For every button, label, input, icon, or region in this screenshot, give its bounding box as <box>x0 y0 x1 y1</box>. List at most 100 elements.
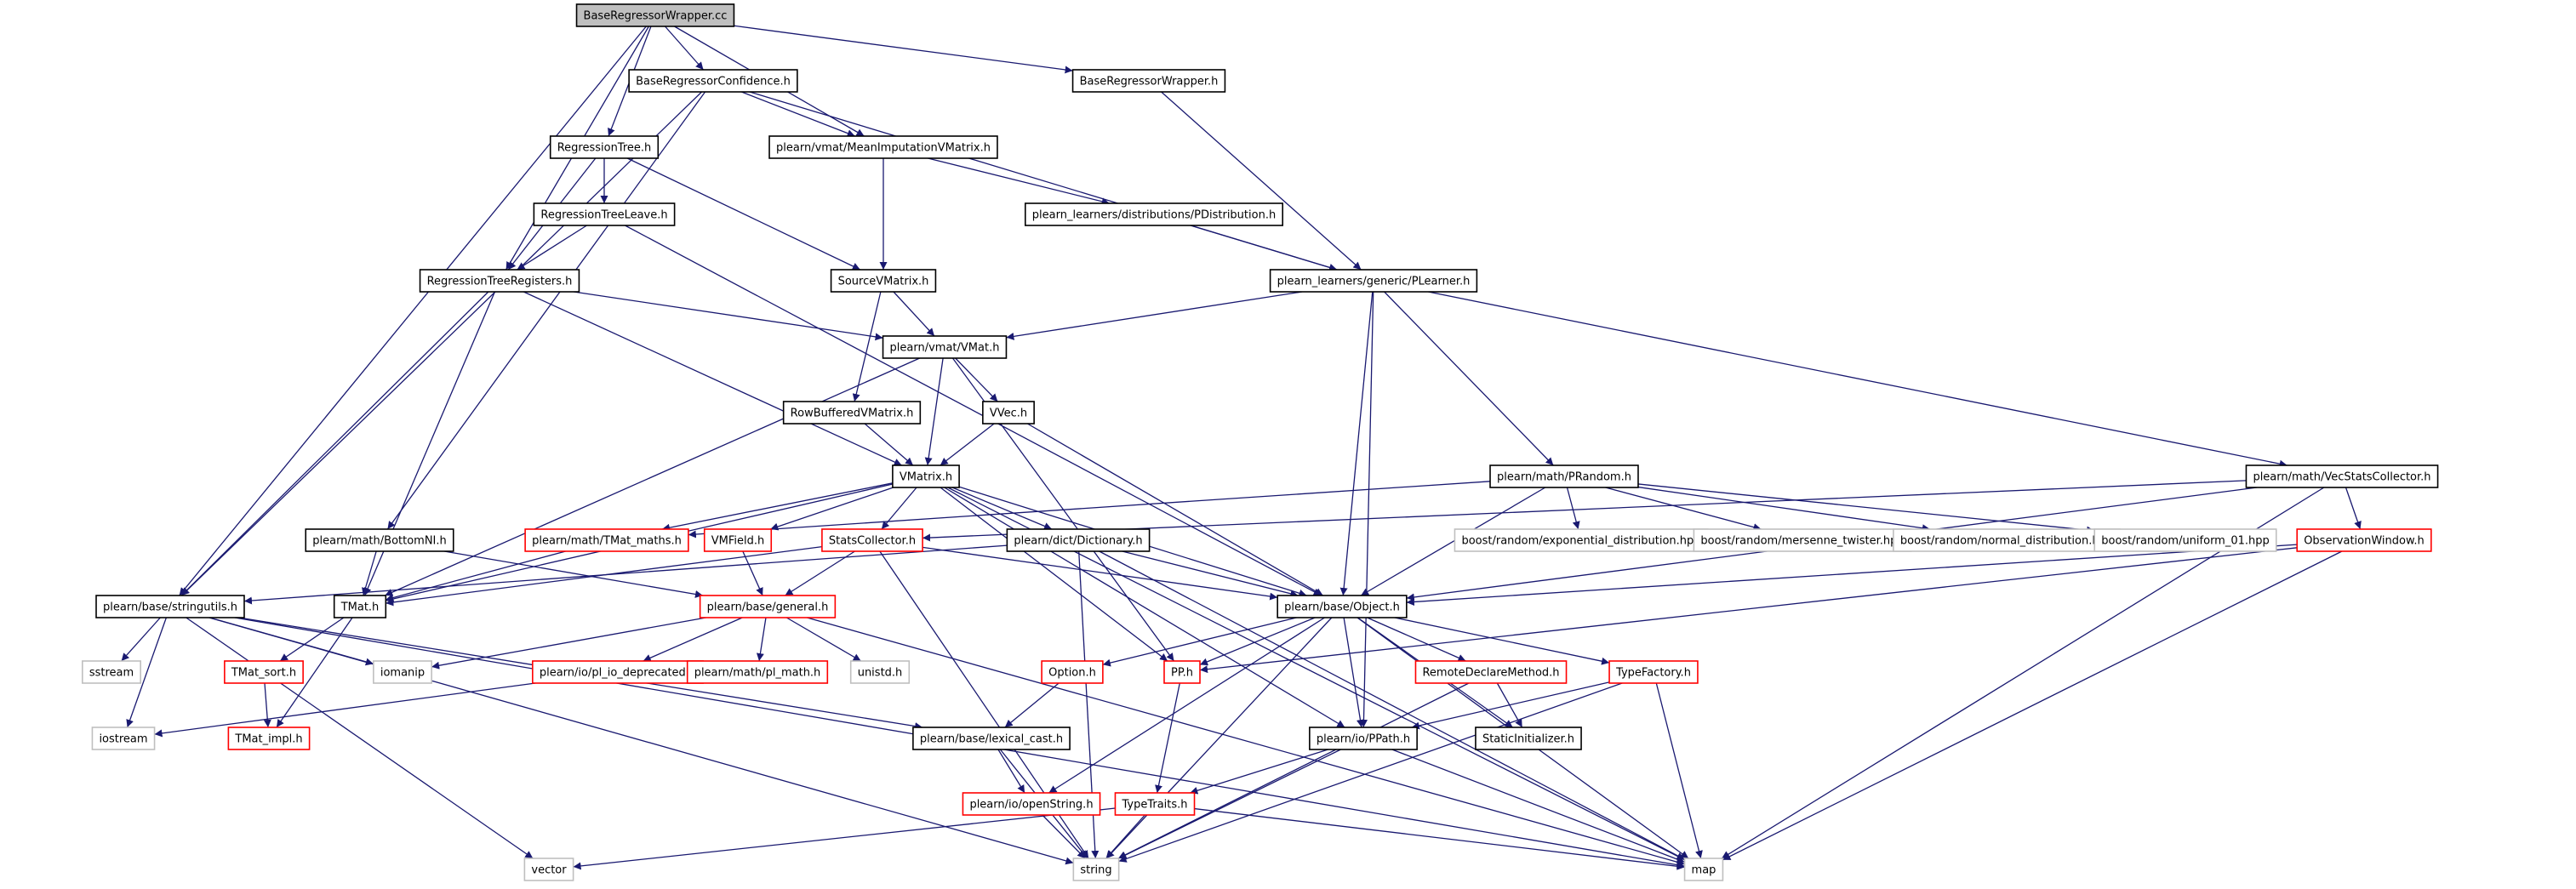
node-sstream[interactable]: sstream <box>82 660 141 684</box>
edge-object-to-openstr <box>1048 617 1325 794</box>
node-map[interactable]: map <box>1683 858 1724 881</box>
edge-object-to-string <box>1105 617 1333 859</box>
edge-plearner-to-ppath <box>1359 291 1374 728</box>
node-plearn-io-ppath-h[interactable]: plearn/io/PPath.h <box>1309 727 1418 750</box>
edge-brconf-to-meanimp <box>741 91 855 137</box>
edge-regleave-to-regreg <box>517 225 587 271</box>
edge-tmatsort-to-tmatimpl <box>263 682 271 728</box>
edge-prandom-to-bexp <box>1566 487 1580 530</box>
node-plearn-io-pl-io-deprecated-h[interactable]: plearn/io/pl_io_deprecated.h <box>532 660 704 684</box>
node-typefactory-h[interactable]: TypeFactory.h <box>1608 660 1699 684</box>
node-plearn-base-object-h[interactable]: plearn/base/Object.h <box>1277 595 1408 618</box>
node-iomanip[interactable]: iomanip <box>373 660 432 684</box>
node-plearn-math-pl-math-h[interactable]: plearn/math/pl_math.h <box>686 660 829 684</box>
node-regressiontree-h[interactable]: RegressionTree.h <box>549 135 660 159</box>
node-plearn-learners-generic-plearner-h[interactable]: plearn_learners/generic/PLearner.h <box>1269 269 1478 293</box>
node-plearn-vmat-vmat-h[interactable]: plearn/vmat/VMat.h <box>882 335 1008 359</box>
node-box <box>2093 528 2277 552</box>
edge-typetraits-to-map <box>1194 807 1685 870</box>
node-box <box>821 528 923 552</box>
edge-typetraits-to-vector <box>573 807 1116 870</box>
node-tmat-impl-h[interactable]: TMat_impl.h <box>227 727 311 750</box>
edge-pp-to-typetraits <box>1155 682 1180 794</box>
node-label: plearn/math/VecStatsCollector.h <box>2253 471 2430 484</box>
node-label: plearn_learners/generic/PLearner.h <box>1277 276 1471 288</box>
node-iostream[interactable]: iostream <box>91 727 156 750</box>
node-boost-random-mersenne-twister-hpp[interactable]: boost/random/mersenne_twister.hpp <box>1693 528 1912 552</box>
node-plearn-math-bottomni-h[interactable]: plearn/math/BottomNI.h <box>305 528 454 552</box>
edge-regreg-to-strutils <box>180 291 489 596</box>
edge-obswin-to-pp <box>1199 547 2298 674</box>
node-string[interactable]: string <box>1072 858 1120 881</box>
node-label: boost/random/uniform_01.hpp <box>2101 535 2270 548</box>
node-box <box>1269 269 1478 293</box>
edge-plearner-to-vmat <box>1006 291 1303 340</box>
node-regressiontreeleave-h[interactable]: RegressionTreeLeave.h <box>533 202 676 226</box>
node-observationwindow-h[interactable]: ObservationWindow.h <box>2296 528 2432 552</box>
node-boost-random-normal-distribution-hpp[interactable]: boost/random/normal_distribution.hpp <box>1893 528 2121 552</box>
node-box <box>91 727 156 750</box>
node-label: VVec.h <box>990 407 1027 420</box>
edge-typefac-to-string <box>1118 682 1623 863</box>
node-option-h[interactable]: Option.h <box>1041 660 1104 684</box>
node-label: BaseRegressorConfidence.h <box>636 76 791 88</box>
node-boost-random-uniform-01-hpp[interactable]: boost/random/uniform_01.hpp <box>2093 528 2277 552</box>
node-statscollector-h[interactable]: StatsCollector.h <box>821 528 923 552</box>
node-baseregressorwrapper-h[interactable]: BaseRegressorWrapper.h <box>1071 69 1226 93</box>
node-plearn-vmat-meanimputationvmatrix-h[interactable]: plearn/vmat/MeanImputationVMatrix.h <box>768 135 998 159</box>
node-plearn-base-general-h[interactable]: plearn/base/general.h <box>699 595 837 618</box>
node-remotedeclaremethod-h[interactable]: RemoteDeclareMethod.h <box>1414 660 1568 684</box>
node-plearn-dict-dictionary-h[interactable]: plearn/dict/Dictionary.h <box>1006 528 1151 552</box>
node-baseregressorwrapper-cc[interactable]: BaseRegressorWrapper.cc <box>575 3 735 27</box>
edge-plearner-to-object <box>1339 291 1374 596</box>
edge-regreg-to-vmat <box>574 291 883 341</box>
node-label: plearn/dict/Dictionary.h <box>1014 535 1142 548</box>
node-sourcevmatrix-h[interactable]: SourceVMatrix.h <box>830 269 937 293</box>
node-plearn-learners-distributions-pdistribution-h[interactable]: plearn_learners/distributions/PDistribut… <box>1024 202 1284 226</box>
node-plearn-base-stringutils-h[interactable]: plearn/base/stringutils.h <box>95 595 245 618</box>
node-vmfield-h[interactable]: VMField.h <box>703 528 773 552</box>
node-vmatrix-h[interactable]: VMatrix.h <box>892 464 960 488</box>
node-box <box>1071 69 1226 93</box>
node-plearn-base-lexical-cast-h[interactable]: plearn/base/lexical_cast.h <box>912 727 1071 750</box>
node-tmat-h[interactable]: TMat.h <box>333 595 387 618</box>
node-label: boost/random/exponential_distribution.hp… <box>1461 535 1700 548</box>
node-regressiontreeregisters-h[interactable]: RegressionTreeRegisters.h <box>419 269 580 293</box>
node-plearn-io-openstring-h[interactable]: plearn/io/openString.h <box>962 792 1101 816</box>
node-label: StaticInitializer.h <box>1482 733 1574 746</box>
edge-regreg-to-vmatrix <box>523 291 902 466</box>
edge-remote-to-string <box>1117 682 1470 859</box>
node-box <box>912 727 1071 750</box>
node-staticinitializer-h[interactable]: StaticInitializer.h <box>1475 727 1582 750</box>
node-plearn-math-prandom-h[interactable]: plearn/math/PRandom.h <box>1489 464 1639 488</box>
node-box <box>1693 528 1912 552</box>
edge-vmatrix-to-tmatmaths <box>661 482 894 532</box>
node-box <box>1309 727 1418 750</box>
node-boost-random-exponential-distribution-hpp[interactable]: boost/random/exponential_distribution.hp… <box>1454 528 1709 552</box>
node-box <box>703 528 773 552</box>
node-vvec-h[interactable]: VVec.h <box>982 401 1035 425</box>
node-vector[interactable]: vector <box>523 858 574 881</box>
node-plearn-math-vecstatscollector-h[interactable]: plearn/math/VecStatsCollector.h <box>2245 464 2439 488</box>
node-pp-h[interactable]: PP.h <box>1163 660 1201 684</box>
node-unistd-h[interactable]: unistd.h <box>849 660 911 684</box>
node-baseregressorconfidence-h[interactable]: BaseRegressorConfidence.h <box>628 69 798 93</box>
edge-object-to-ppath <box>1343 617 1364 728</box>
node-box <box>333 595 387 618</box>
node-plearn-math-tmat-maths-h[interactable]: plearn/math/TMat_maths.h <box>524 528 689 552</box>
edge-general-to-map <box>807 617 1685 866</box>
node-box <box>982 401 1035 425</box>
node-label: VMField.h <box>711 535 765 548</box>
edge-vmfield-to-general <box>742 550 763 596</box>
edge-ppath-to-typetraits <box>1190 749 1328 795</box>
edge-option-to-lexcast <box>1004 682 1060 728</box>
node-label: TypeTraits.h <box>1121 799 1187 812</box>
edge-object-to-pp <box>1199 617 1316 666</box>
dependency-nodes: BaseRegressorWrapper.ccBaseRegressorConf… <box>82 3 2439 881</box>
node-label: plearn/math/TMat_maths.h <box>532 535 682 548</box>
edge-ppath-to-string <box>1118 749 1341 859</box>
node-typetraits-h[interactable]: TypeTraits.h <box>1114 792 1196 816</box>
node-tmat-sort-h[interactable]: TMat_sort.h <box>224 660 304 684</box>
node-rowbufferedvmatrix-h[interactable]: RowBufferedVMatrix.h <box>782 401 922 425</box>
edge-vvec-to-object <box>1027 423 1323 596</box>
